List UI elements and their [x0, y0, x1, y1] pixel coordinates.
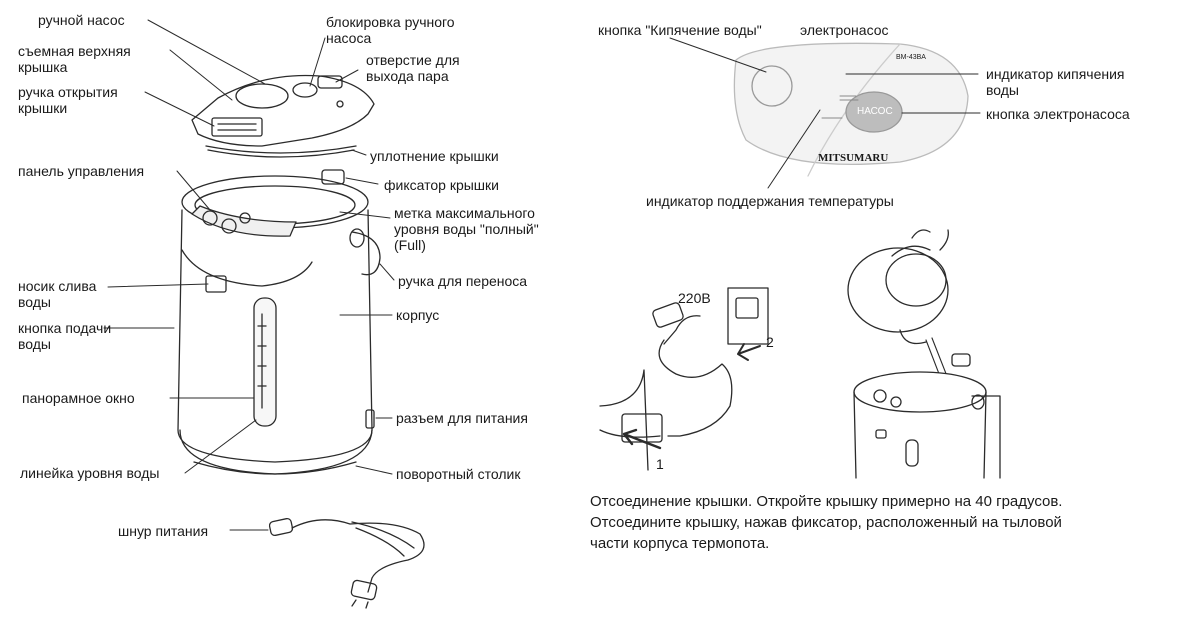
label-pump-lock: блокировка ручного насоса [326, 14, 455, 46]
label-step-1: 1 [656, 456, 664, 472]
label-body: корпус [396, 307, 440, 323]
panel-model-text: BM-43BA [896, 54, 926, 61]
label-max-mark: метка максимального уровня воды "полный"… [394, 205, 539, 253]
pump-button-text: НАСОС [857, 106, 893, 117]
label-voltage: 220В [678, 290, 711, 306]
removable-lid [191, 74, 375, 147]
instruction-text: Отсоединение крышки. Откройте крышку при… [590, 493, 1063, 552]
lid-seal [205, 145, 357, 158]
label-swivel-base: поворотный столик [396, 466, 521, 482]
label-lid-seal: уплотнение крышки [370, 148, 499, 164]
label-step-2: 2 [766, 334, 774, 350]
lid-detach-illustration [847, 229, 1001, 479]
label-boil-indicator: индикатор кипячения воды [986, 66, 1125, 98]
label-electropump: электронасос [800, 22, 889, 38]
label-panorama-window: панорамное окно [22, 390, 135, 406]
label-removable-lid: съемная верхняя крышка [18, 43, 131, 75]
label-manual-pump: ручной насос [38, 12, 125, 28]
label-lid-latch: фиксатор крышки [384, 177, 499, 193]
label-water-level-ruler: линейка уровня воды [20, 465, 160, 481]
panel-brand-text: MITSUMARU [818, 152, 889, 164]
label-spout: носик слива воды [18, 278, 97, 310]
panel-closeup [669, 37, 981, 189]
leader-lines [103, 19, 395, 531]
label-steam-vent: отверстие для выхода пара [366, 52, 460, 84]
label-carry-handle: ручка для переноса [398, 273, 528, 289]
power-connection [599, 287, 769, 471]
power-cord-illustration [268, 517, 425, 609]
label-dispense-button: кнопка подачи воды [18, 320, 112, 352]
label-boil-button: кнопка "Кипячение воды" [598, 22, 762, 38]
thermopot-body [177, 169, 381, 475]
label-control-panel: панель управления [18, 163, 145, 179]
label-lid-open-handle: ручка открытия крышки [18, 84, 118, 116]
label-pump-button: кнопка электронасоса [986, 106, 1130, 122]
label-power-cord: шнур питания [118, 523, 209, 539]
label-keep-warm-indicator: индикатор поддержания температуры [646, 193, 894, 209]
label-power-socket: разъем для питания [396, 410, 528, 426]
